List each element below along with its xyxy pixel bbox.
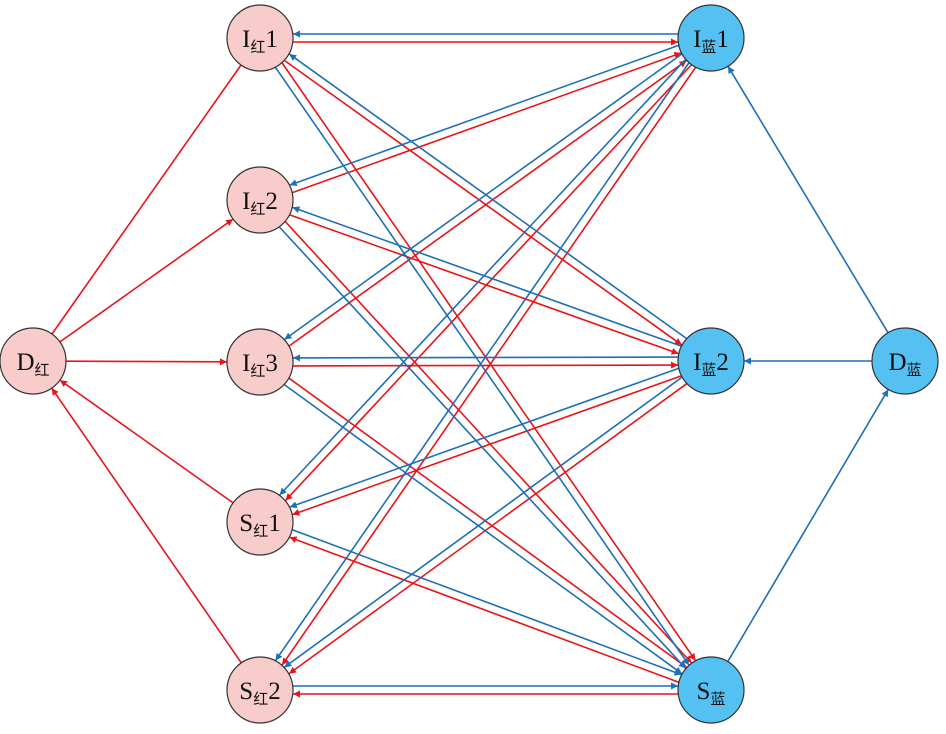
edge-I_red_2-to-I_blue_2-red <box>289 214 679 355</box>
node-main-I_blue_1: I <box>693 26 701 53</box>
edge-I_red_1-to-S_blue-red <box>281 62 697 662</box>
node-main-S_red_2: S <box>239 678 253 705</box>
edge-I_red_2-to-S_blue-blue <box>278 226 687 669</box>
edge-I_blue_1-to-S_red_1-red <box>284 64 693 502</box>
edge-I_blue_1-to-S_red_2-red <box>281 66 697 666</box>
node-sub-I_red_3: 红 <box>250 362 265 380</box>
edge-I_red_3-to-I_blue_2-red <box>293 361 679 369</box>
edge-I_blue_2-to-I_red_1-blue <box>288 53 687 340</box>
node-suffix-I_blue_1: 1 <box>716 26 729 53</box>
edge-I_red_1-to-I_blue_2-red <box>284 59 683 346</box>
edge-D_red-to-I_red_1-red <box>51 64 242 335</box>
node-circle-I_red_1 <box>226 4 294 72</box>
edge-S_blue-to-S_red_1-red <box>289 536 679 683</box>
node-suffix-I_red_3: 3 <box>265 350 278 377</box>
node-label-I_blue_2: I蓝2 <box>693 349 729 379</box>
node-main-I_red_3: I <box>242 350 250 377</box>
node-I_blue_2: I蓝2 <box>677 327 745 395</box>
edge-I_blue_2-to-S_red_1-blue <box>289 367 679 509</box>
edge-S_red_2-to-D_red-red <box>51 387 242 664</box>
edge-I_blue_1-to-I_red_2-blue <box>289 44 679 187</box>
node-label-I_red_3: I红3 <box>242 350 278 380</box>
edge-I_blue_2-to-S_red_2-blue <box>283 376 683 668</box>
node-sub-I_blue_2: 蓝 <box>701 361 716 379</box>
node-D_blue: D蓝 <box>871 327 939 395</box>
node-I_red_1: I红1 <box>226 4 294 72</box>
edge-D_blue-to-I_blue_1-blue <box>727 65 889 334</box>
node-label-I_red_1: I红1 <box>242 26 278 56</box>
node-main-I_blue_2: I <box>693 349 701 376</box>
node-circle-S_red_1 <box>226 488 294 556</box>
node-circle-I_red_2 <box>226 166 294 234</box>
node-main-S_red_1: S <box>239 510 253 537</box>
node-I_red_3: I红3 <box>226 328 294 396</box>
node-S_blue: S蓝 <box>677 656 745 724</box>
node-circle-I_blue_2 <box>677 327 745 395</box>
node-label-D_blue: D蓝 <box>888 349 921 379</box>
node-sub-S_red_1: 红 <box>253 522 268 540</box>
edge-I_red_1-to-S_blue-blue <box>274 66 690 666</box>
node-sub-I_red_1: 红 <box>250 38 265 56</box>
node-suffix-I_red_1: 1 <box>265 26 278 53</box>
node-I_blue_1: I蓝1 <box>677 4 745 72</box>
node-label-I_red_2: I红2 <box>242 188 278 218</box>
node-label-I_blue_1: I蓝1 <box>693 26 729 56</box>
node-sub-S_red_2: 红 <box>253 690 268 708</box>
edge-I_blue_2-to-I_red_2-blue <box>292 206 682 347</box>
node-sub-I_blue_1: 蓝 <box>701 38 716 56</box>
edge-D_red-to-I_red_2-red <box>59 218 234 343</box>
edge-S_red_1-to-S_blue-blue <box>292 529 682 676</box>
node-circle-S_blue <box>677 656 745 724</box>
node-suffix-I_blue_2: 2 <box>716 349 729 376</box>
edge-I_red_2-to-I_blue_1-red <box>292 51 682 194</box>
edge-I_red_2-to-S_blue-red <box>284 221 693 664</box>
edges-layer <box>51 30 889 698</box>
node-circle-D_red <box>0 327 67 395</box>
node-I_red_2: I红2 <box>226 166 294 234</box>
node-circle-I_red_3 <box>226 328 294 396</box>
node-label-S_blue: S蓝 <box>697 678 726 708</box>
node-sub-D_blue: 蓝 <box>907 361 922 379</box>
node-suffix-I_red_2: 2 <box>265 188 278 215</box>
edge-I_blue_2-to-S_red_1-red <box>292 375 682 516</box>
node-main-S_blue: S <box>697 678 711 705</box>
node-label-S_red_1: S红1 <box>239 510 280 540</box>
node-label-S_red_2: S红2 <box>239 678 280 708</box>
node-main-D_blue: D <box>888 349 906 376</box>
edge-I_blue_1-to-S_red_2-blue <box>274 62 690 662</box>
edge-I_blue_2-to-S_red_2-red <box>288 383 688 675</box>
node-S_red_2: S红2 <box>226 656 294 724</box>
node-suffix-S_red_1: 1 <box>268 510 281 537</box>
node-sub-S_blue: 蓝 <box>710 690 725 708</box>
node-circle-S_red_2 <box>226 656 294 724</box>
node-main-I_red_2: I <box>242 188 250 215</box>
node-sub-D_red: 红 <box>35 361 50 379</box>
node-circle-D_blue <box>871 327 939 395</box>
node-suffix-S_red_2: 2 <box>268 678 281 705</box>
edge-I_blue_1-to-I_red_3-blue <box>284 53 683 341</box>
edge-I_red_3-to-S_blue-blue <box>283 383 683 675</box>
node-S_red_1: S红1 <box>226 488 294 556</box>
edge-I_red_3-to-I_blue_1-red <box>288 59 687 347</box>
edge-I_blue_1-to-S_red_1-blue <box>278 58 687 496</box>
edge-S_red_1-to-D_red-red <box>59 379 234 504</box>
node-circle-I_blue_1 <box>677 4 745 72</box>
node-D_red: D红 <box>0 327 67 395</box>
node-sub-I_red_2: 红 <box>250 200 265 218</box>
edge-D_red-to-I_red_3-red <box>65 358 228 366</box>
edge-S_blue-to-D_blue-blue <box>727 389 889 662</box>
node-main-D_red: D <box>16 349 34 376</box>
node-main-I_red_1: I <box>242 26 250 53</box>
node-label-D_red: D红 <box>16 349 49 379</box>
